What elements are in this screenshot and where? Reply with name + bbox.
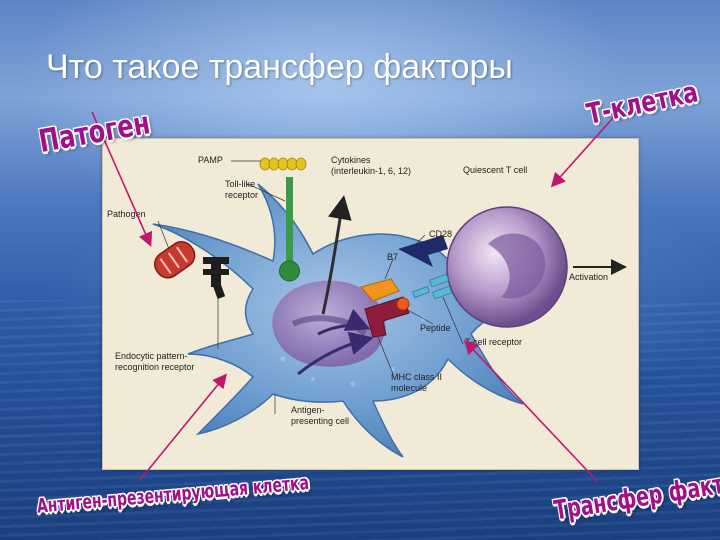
mhc-class-ii [364,296,410,338]
label-peptide: Peptide [420,323,451,333]
label-cd28: CD28 [429,229,453,239]
endocytic-receptor [203,257,229,299]
cd28-molecule [398,235,448,267]
label-quiescent-t-cell: Quiescent T cell [463,165,528,175]
t-cell-receptor [411,273,453,300]
label-cytokines: Cytokines (interleukin-1, 6, 12) [331,155,412,176]
label-mhc-class-ii: MHC class II molecule [391,372,443,393]
pamp-beads [259,157,307,171]
pathogen-bacterium [153,241,196,279]
leader-lines [157,160,464,414]
label-activation: Activation [569,272,609,282]
quiescent-t-cell [446,206,568,328]
toll-like-receptor [286,177,293,262]
immune-diagram-figure: PAMP Cytokines (interleukin-1, 6, 12) Qu… [102,138,639,470]
b7-molecule [360,278,400,302]
diagram-drawing [152,157,627,458]
label-toll-like-receptor: Toll-like receptor [225,179,259,200]
label-antigen-presenting-cell: Antigen- presenting cell [291,405,350,426]
label-b7: B7 [387,252,399,262]
label-endocytic-receptor: Endocytic pattern- recognition receptor [115,351,195,372]
label-pamp: PAMP [198,155,223,165]
label-pathogen: Pathogen [107,209,146,219]
peptide [396,297,410,311]
slide-title: Что такое трансфер факторы [46,48,513,86]
